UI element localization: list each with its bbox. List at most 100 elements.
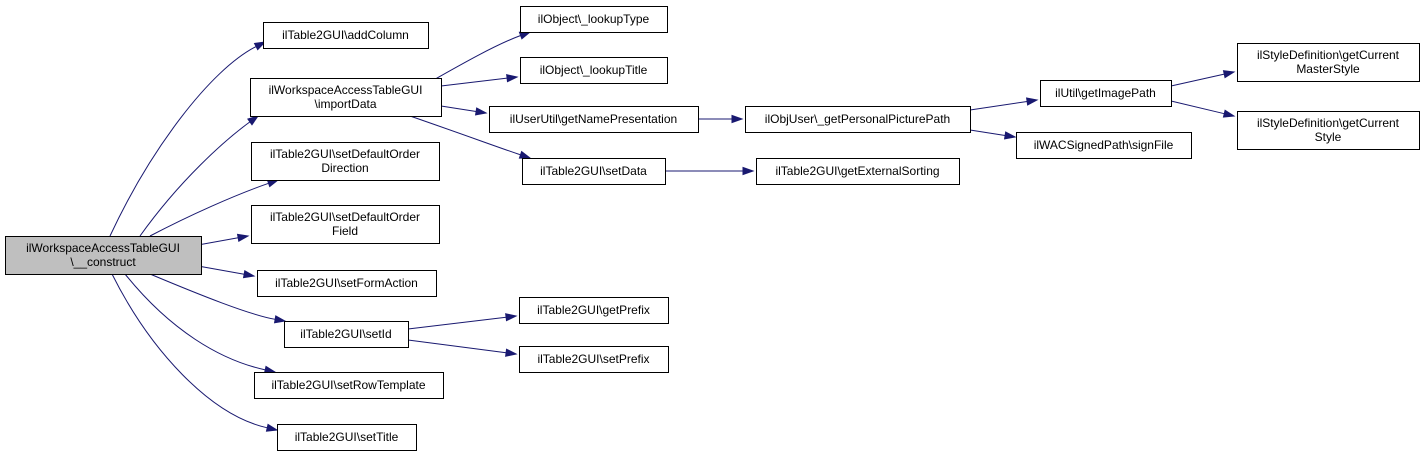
node-label-line: ilObjUser\_getPersonalPicturePath (765, 112, 950, 126)
arrowhead (505, 348, 518, 357)
node-box (254, 372, 444, 399)
arrowhead (518, 150, 532, 159)
edge-root-to-addColumn (109, 41, 267, 237)
node-label-line: ilWACSignedPath\signFile (1034, 138, 1174, 152)
edge-root-to-setRowTemplate (124, 273, 277, 374)
arrowhead (1025, 97, 1039, 106)
node-label-line: ilUserUtil\getNamePresentation (510, 112, 677, 126)
node-label-line: ilTable2GUI\setData (540, 164, 647, 178)
node-setTitle[interactable]: ilTable2GUI\setTitle (277, 424, 417, 451)
arrowhead (273, 315, 287, 324)
edge-importData-to-lookupTitle (440, 74, 519, 87)
edge-root-to-importData (139, 115, 260, 237)
node-box (257, 270, 437, 297)
node-signFile[interactable]: ilWACSignedPath\signFile (1016, 132, 1192, 159)
node-box (277, 424, 417, 451)
node-box (756, 158, 960, 185)
node-setId[interactable]: ilTable2GUI\setId (284, 321, 409, 348)
arrowhead (506, 74, 519, 83)
node-box (5, 236, 202, 275)
node-setPrefix[interactable]: ilTable2GUI\setPrefix (519, 346, 669, 373)
node-setData[interactable]: ilTable2GUI\setData (522, 158, 666, 185)
node-getExternalSorting[interactable]: ilTable2GUI\getExternalSorting (756, 158, 960, 185)
node-box (250, 78, 442, 117)
node-box (1016, 132, 1192, 159)
node-label-line: ilWorkspaceAccessTableGUI (269, 83, 423, 97)
node-label-line: ilStyleDefinition\getCurrent (1257, 116, 1400, 130)
node-getPrefix[interactable]: ilTable2GUI\getPrefix (519, 297, 669, 324)
arrowhead (253, 41, 267, 51)
node-label-line: Field (332, 224, 358, 238)
arrowhead (1222, 70, 1236, 79)
edge-importData-to-lookupType (429, 31, 532, 83)
node-label-line: ilTable2GUI\setPrefix (537, 352, 649, 366)
node-label-line: ilStyleDefinition\getCurrent (1257, 48, 1400, 62)
arrowhead (1222, 109, 1236, 118)
edge-setId-to-getPrefix (407, 313, 518, 330)
node-box (1040, 80, 1172, 107)
arrowhead (236, 233, 250, 242)
node-getNamePresentation[interactable]: ilUserUtil\getNamePresentation (489, 106, 699, 133)
node-addColumn[interactable]: ilTable2GUI\addColumn (263, 22, 429, 49)
edge-getPersonalPicturePath-to-getImagePath (969, 97, 1039, 111)
arrowhead (742, 166, 755, 176)
node-box (284, 321, 409, 348)
edge-getImagePath-to-getCurrentStyle (1170, 100, 1236, 118)
node-label-line: \__construct (70, 255, 136, 269)
edge-setData-to-getExternalSorting (665, 166, 755, 176)
arrowhead (247, 115, 260, 126)
edge-root-to-setFormAction (197, 265, 256, 279)
arrowhead (731, 114, 744, 124)
arrowhead (474, 107, 488, 116)
arrowhead (1003, 131, 1017, 140)
node-label-line: ilTable2GUI\setTitle (295, 430, 399, 444)
edge-getPersonalPicturePath-to-signFile (969, 129, 1017, 140)
node-label-line: ilTable2GUI\setFormAction (275, 276, 418, 290)
node-label-line: ilTable2GUI\setDefaultOrder (270, 210, 420, 224)
node-box (520, 57, 668, 84)
node-label-line: ilTable2GUI\setId (300, 327, 391, 341)
node-box (1237, 111, 1420, 150)
node-label-line: ilTable2GUI\setRowTemplate (271, 378, 425, 392)
node-box (251, 205, 440, 244)
edge-setId-to-setPrefix (407, 339, 518, 357)
node-getImagePath[interactable]: ilUtil\getImagePath (1040, 80, 1172, 107)
edge-getImagePath-to-getCurrentMasterStyle (1170, 70, 1236, 87)
node-label-line: \importData (314, 97, 376, 111)
node-label-line: ilUtil\getImagePath (1055, 86, 1156, 100)
node-label-line: Direction (321, 161, 368, 175)
arrowhead (518, 31, 532, 40)
node-label-line: ilWorkspaceAccessTableGUI (26, 241, 180, 255)
edge-importData-to-getNamePresentation (440, 105, 488, 116)
node-box (1237, 43, 1420, 82)
node-setFormAction[interactable]: ilTable2GUI\setFormAction (257, 270, 437, 297)
node-box (489, 106, 699, 133)
node-setRowTemplate[interactable]: ilTable2GUI\setRowTemplate (254, 372, 444, 399)
node-label-line: ilObject\_lookupType (538, 12, 650, 26)
node-root[interactable]: ilWorkspaceAccessTableGUI\__construct (5, 236, 202, 275)
node-label-line: ilObject\_lookupTitle (540, 63, 648, 77)
arrowhead (265, 423, 279, 432)
nodes-layer: ilWorkspaceAccessTableGUI\__constructilT… (5, 6, 1420, 451)
arrowhead (242, 270, 256, 279)
node-lookupType[interactable]: ilObject\_lookupType (520, 6, 668, 33)
node-getPersonalPicturePath[interactable]: ilObjUser\_getPersonalPicturePath (745, 106, 971, 133)
node-label-line: Style (1315, 130, 1342, 144)
node-box (520, 6, 668, 33)
node-label-line: ilTable2GUI\getPrefix (537, 303, 650, 317)
node-lookupTitle[interactable]: ilObject\_lookupTitle (520, 57, 668, 84)
node-label-line: ilTable2GUI\setDefaultOrder (270, 147, 420, 161)
edge-root-to-setId (149, 273, 287, 324)
node-box (745, 106, 971, 133)
edge-root-to-setDefaultOrderField (197, 233, 250, 246)
node-box (519, 346, 669, 373)
node-box (251, 142, 440, 181)
node-box (263, 22, 429, 49)
edge-getNamePresentation-to-getPersonalPicturePath (698, 114, 744, 124)
node-importData[interactable]: ilWorkspaceAccessTableGUI\importData (250, 78, 442, 117)
